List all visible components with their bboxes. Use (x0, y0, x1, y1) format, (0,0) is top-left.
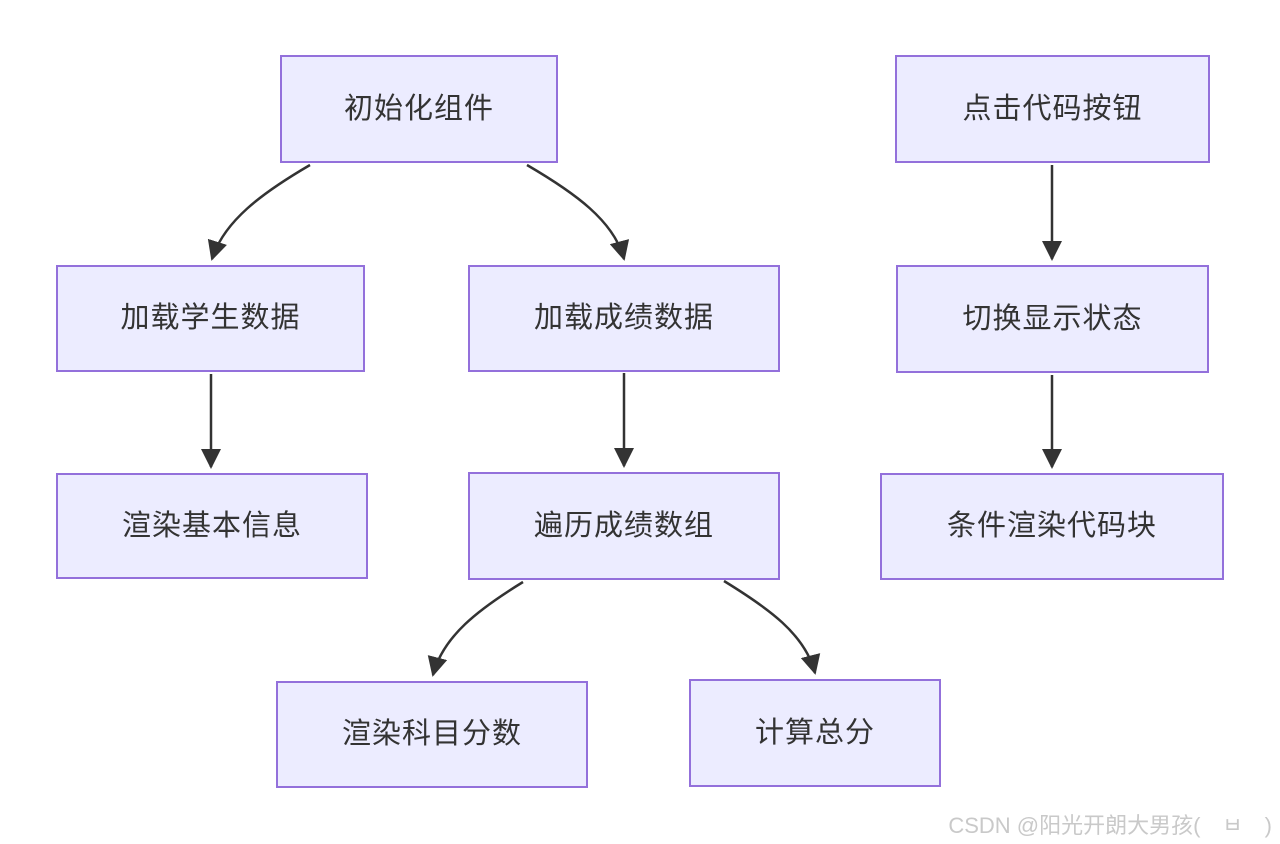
flow-node-load-student-label: 加载学生数据 (120, 302, 301, 335)
arrow-iterate-to-calc-total (723, 579, 821, 675)
csdn-watermark: CSDN @阳光开朗大男孩( ㅂ ) (948, 813, 1272, 838)
flow-node-cond-render-label: 条件渲染代码块 (946, 510, 1157, 543)
flow-node-calc-total-label: 计算总分 (754, 716, 875, 749)
flow-node-render-subject: 渲染科目分数 (276, 681, 588, 788)
arrow-init-to-load-student (207, 163, 311, 261)
flow-node-calc-total: 计算总分 (689, 679, 941, 787)
flow-node-toggle-label: 切换显示状态 (962, 302, 1143, 335)
flow-node-init: 初始化组件 (280, 55, 558, 163)
flow-node-render-info: 渲染基本信息 (56, 473, 368, 579)
flow-node-cond-render: 条件渲染代码块 (880, 473, 1224, 580)
flow-node-load-score: 加载成绩数据 (468, 265, 780, 372)
flow-node-load-student: 加载学生数据 (56, 265, 365, 372)
flow-node-init-label: 初始化组件 (343, 92, 494, 125)
arrow-init-to-load-score (526, 163, 630, 261)
flow-node-iterate-label: 遍历成绩数组 (533, 509, 714, 542)
flow-node-click-btn: 点击代码按钮 (895, 55, 1210, 163)
arrow-iterate-to-render-subject (427, 580, 524, 677)
flow-node-iterate: 遍历成绩数组 (468, 472, 780, 580)
flow-node-click-btn-label: 点击代码按钮 (962, 92, 1143, 125)
flow-node-render-subject-label: 渲染科目分数 (341, 718, 522, 751)
flow-node-toggle: 切换显示状态 (896, 265, 1209, 373)
flow-node-render-info-label: 渲染基本信息 (121, 509, 302, 542)
flow-node-load-score-label: 加载成绩数据 (533, 302, 714, 335)
